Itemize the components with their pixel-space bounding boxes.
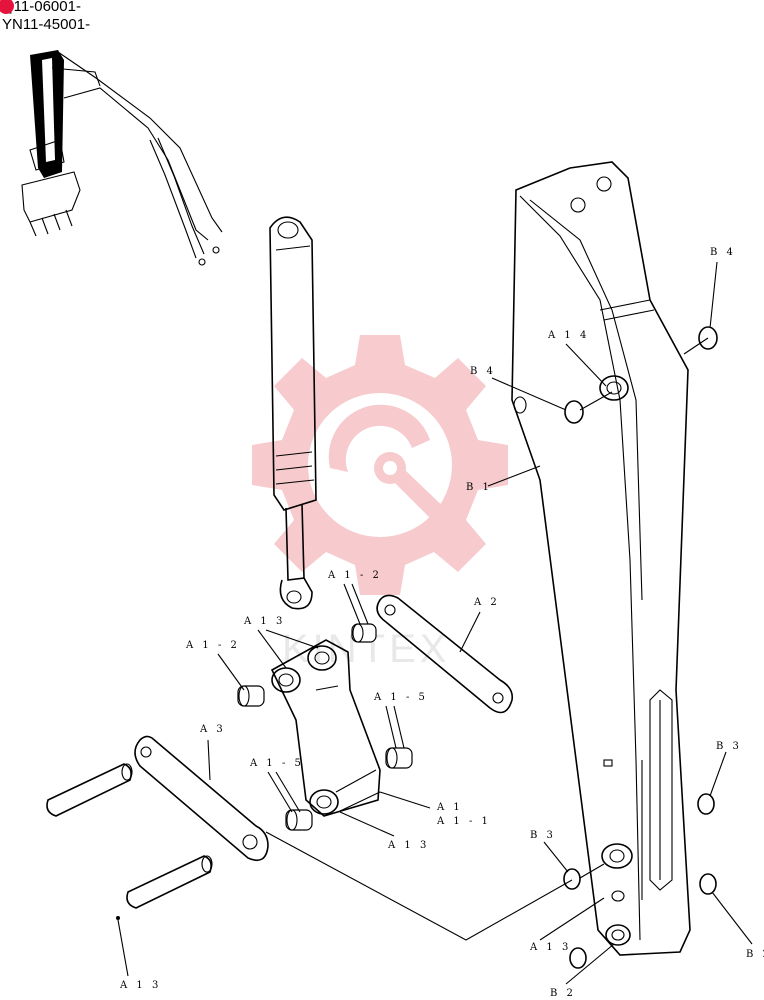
link-a3 xyxy=(134,735,269,862)
label-a14: A 1 4 xyxy=(547,330,589,341)
label-b3-right: B 3 xyxy=(716,741,742,752)
label-a1-1: A 1 - 1 xyxy=(436,816,491,827)
label-b1: B 1 xyxy=(466,482,492,493)
shim-b4-left xyxy=(564,400,584,424)
link-a1 xyxy=(270,639,381,817)
shim-b3-right xyxy=(697,793,715,815)
label-b2-right: B 2 xyxy=(746,949,764,960)
gear-watermark-icon xyxy=(252,335,508,595)
label-a2: A 2 xyxy=(473,597,500,608)
label-a1: A 1 xyxy=(436,802,463,813)
leader-lines xyxy=(117,261,753,985)
bushing-a1-5-left xyxy=(285,809,313,831)
pin-short xyxy=(126,855,213,909)
label-b3-left: B 3 xyxy=(530,830,556,841)
label-a1-5-right: A 1 - 5 xyxy=(373,692,428,703)
label-a13-pin: A 1 3 xyxy=(119,980,161,991)
shim-b4-top xyxy=(698,326,718,350)
label-b4-left: B 4 xyxy=(470,366,496,377)
marker-badge-icon xyxy=(0,0,14,14)
main-boom xyxy=(511,161,691,956)
label-b2-bottom: B 2 xyxy=(550,988,576,999)
bushing-a1-2-top xyxy=(351,623,377,643)
label-a13-mid: A 1 3 xyxy=(387,840,429,851)
hydraulic-cylinder xyxy=(269,216,317,610)
shim-b2-right xyxy=(699,873,717,895)
shim-b2-bottom xyxy=(569,947,587,969)
excavator-arm-thumbnail xyxy=(21,50,223,266)
label-a3: A 3 xyxy=(199,724,226,735)
label-a13-top: A 1 3 xyxy=(243,616,285,627)
label-a1-2-top: A 1 - 2 xyxy=(327,570,382,581)
pin-long xyxy=(46,763,133,817)
label-a1-2-left: A 1 - 2 xyxy=(185,640,240,651)
label-b4-top: B 4 xyxy=(710,247,736,258)
serial-number-range-1: Q11-06001- xyxy=(2,0,81,15)
bushing-a1-2-left xyxy=(237,685,265,707)
label-a13-low: A 1 3 xyxy=(529,942,571,953)
pin-bolt-icon xyxy=(116,916,120,920)
bushing-a1-5-right xyxy=(385,747,413,769)
serial-number-range-2: YN11-45001- xyxy=(2,16,91,33)
link-a2 xyxy=(376,594,514,714)
label-a1-5-left: A 1 - 5 xyxy=(249,758,304,769)
shim-b3-left xyxy=(563,868,581,890)
